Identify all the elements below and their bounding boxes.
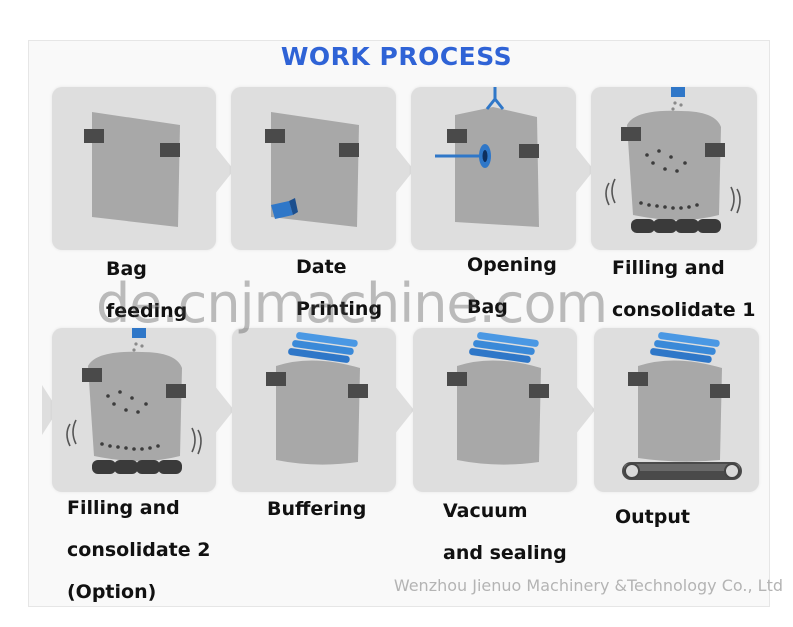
bag-illustration [605,87,741,233]
bag-illustration [265,112,359,227]
step-label: Bag feeding [106,258,188,322]
step-vacuum-sealing [413,328,577,492]
arrow-right-icon [575,385,595,435]
step-label: Buffering [267,498,367,520]
bag-illustration [84,112,180,227]
bag-handle-icon [84,129,104,143]
step-label: Filling and consolidate 2 (Option) [67,497,211,603]
heat-sealer-bars-icon [288,332,358,363]
filler-nozzle-icon [671,87,685,97]
bag-illustration [622,332,742,480]
bag-illustration [266,332,368,465]
bag-handle-icon [265,129,285,143]
watermark-text: de.cnjmachine.com [96,272,608,335]
step-output [594,328,759,492]
bag-handle-icon [628,372,648,386]
step-label: Filling and consolidate 1 [612,257,756,321]
step-label: Opening Bag [467,254,557,318]
bag-handle-icon [705,143,725,157]
arrow-right-icon [214,145,234,195]
bag-handle-icon [710,384,730,398]
heat-sealer-bars-icon [650,332,720,363]
bag-illustration [435,87,539,227]
step-date-printing [231,87,396,250]
step-opening-bag [411,87,576,250]
vibration-icon [66,419,202,455]
vibration-icon [605,178,741,214]
step-label: Vacuum and sealing [443,500,567,564]
arrow-right-icon [574,145,594,195]
vibration-platform-icon [92,460,182,474]
bag-illustration [66,328,202,474]
company-name: Wenzhou Jienuo Machinery &Technology Co.… [393,576,783,595]
bag-handle-icon [621,127,641,141]
arrow-right-icon [42,385,58,435]
bag-handle-icon [166,384,186,398]
bag-handle-icon [160,143,180,157]
step-bag-feeding [52,87,216,250]
bag-handle-icon [447,129,467,143]
page-title: WORK PROCESS [280,42,513,71]
step-label: Output [615,506,690,528]
bag-handle-icon [529,384,549,398]
step-filling-consolidate-1 [591,87,757,250]
arrow-right-icon [394,145,414,195]
heat-sealer-bars-icon [469,332,539,363]
bag-handle-icon [339,143,359,157]
bag-handle-icon [266,372,286,386]
conveyor-belt-icon [622,462,742,480]
arrow-right-icon [394,385,414,435]
material-dots-icon [100,390,160,451]
bag-handle-icon [82,368,102,382]
vibration-platform-icon [631,219,721,233]
bag-handle-icon [348,384,368,398]
printer-icon [271,201,293,219]
step-buffering [232,328,396,492]
step-filling-consolidate-2 [52,328,216,492]
filler-nozzle-icon [132,328,146,338]
bag-handle-icon [447,372,467,386]
bag-handle-icon [519,144,539,158]
material-dots-icon [639,149,699,210]
arrow-right-icon [214,385,234,435]
step-label: Date Printing [296,256,383,320]
bag-illustration [447,332,549,465]
